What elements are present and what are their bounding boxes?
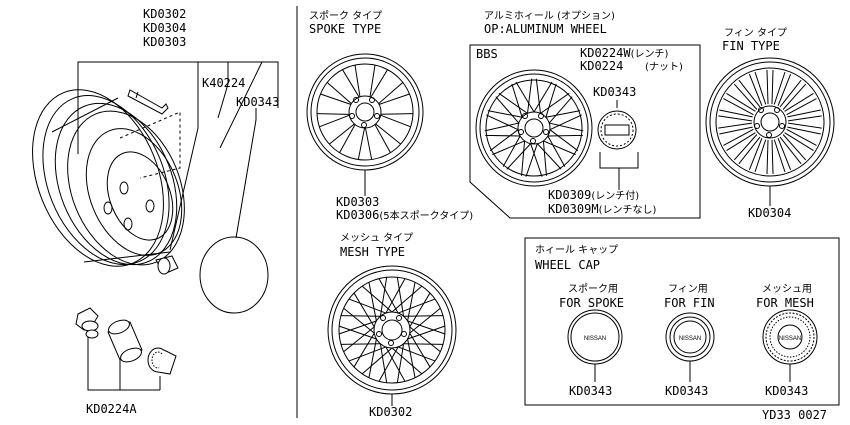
cap-spoke-en: FOR SPOKE (559, 296, 625, 310)
spoke-title-en: SPOKE TYPE (309, 22, 382, 36)
cap-mesh-jp: メッシュ用 (762, 284, 812, 295)
wheel-cap-box (525, 238, 839, 405)
cap-spoke-drawing (568, 310, 622, 382)
cap-fin-jp: フィン用 (668, 284, 708, 295)
spoke-code-1: KD0303 (336, 195, 380, 209)
bbs-center-cap (598, 100, 638, 190)
mesh-title-jp: メッシュ タイプ (340, 233, 414, 244)
wrench-line: KD0224W(レンチ) (580, 47, 668, 61)
top-code-3: KD0303 (143, 35, 187, 49)
cap-mesh-drawing (763, 310, 817, 382)
bbs-cap-code: KD0343 (593, 85, 637, 99)
tire-wheel-exploded (8, 70, 268, 313)
bbs-code-1-line: KD0309(レンチ付) (548, 189, 639, 203)
emblems: NISSAN NISSAN NISSAN (584, 336, 801, 342)
spoke-code-2: KD0306 (336, 208, 380, 222)
spoke-code-2-line: KD0306(5本スポークタイプ) (336, 209, 473, 223)
cap-mesh-emblem: NISSAN (779, 336, 801, 342)
figure-id: YD33 0027 (762, 408, 828, 422)
cap-spoke-jp: スポーク用 (568, 284, 618, 295)
cap-fin-code: KD0343 (665, 384, 709, 398)
spoke-title-jp: スポーク タイプ (309, 11, 383, 22)
bbs-code-1-note: (レンチ付) (591, 191, 640, 202)
fin-code: KD0304 (748, 206, 792, 220)
bbs-code-2-line: KD0309M(レンチなし) (548, 203, 656, 217)
aluminum-title-jp: アルミホィール (オプション) (484, 11, 615, 22)
cap-spoke-emblem: NISSAN (584, 336, 606, 342)
cap-mesh-code: KD0343 (765, 384, 809, 398)
mesh-wheel-drawing (328, 266, 456, 406)
aluminum-nut-code: KD0224 (580, 59, 624, 73)
spoke-wheel-drawing (307, 54, 423, 196)
bbs-code-2-note: (レンチなし) (598, 205, 657, 216)
top-code-2: KD0304 (143, 21, 187, 35)
wrench-code: KD0224W (580, 46, 631, 60)
bbs-wheel-drawing (476, 70, 592, 186)
spoke-code-2-note: (5本スポークタイプ) (379, 211, 474, 222)
leader-lines-left (78, 62, 278, 390)
mesh-title-en: MESH TYPE (340, 245, 406, 259)
cap-code-left: KD0343 (236, 95, 280, 109)
cap-fin-emblem: NISSAN (679, 336, 701, 342)
mesh-code: KD0302 (369, 405, 413, 419)
cap-fin-drawing (666, 313, 714, 382)
fin-title-jp: フィン タイプ (724, 28, 787, 39)
wheel-cap-title-jp: ホィール キャップ (535, 245, 619, 256)
fin-title-en: FIN TYPE (722, 39, 780, 53)
aluminum-nut-note: (ナット) (645, 62, 683, 73)
cap-mesh-en: FOR MESH (756, 296, 814, 310)
fin-wheel-drawing (706, 58, 834, 206)
cap-spoke-code: KD0343 (569, 384, 613, 398)
bbs-label: BBS (476, 47, 498, 61)
wrench-note: (レンチ) (630, 49, 669, 60)
top-code-1: KD0302 (143, 7, 187, 21)
nut-wrench-set (76, 308, 176, 374)
wheel-cap-title-en: WHEEL CAP (535, 258, 601, 272)
bbs-code-1: KD0309 (548, 188, 592, 202)
nut-line: KD0224 (ナット) (580, 60, 683, 74)
cap-fin-en: FOR FIN (664, 296, 715, 310)
nut-code: KD0224A (86, 402, 137, 416)
aluminum-box (470, 45, 700, 218)
aluminum-title-en: OP:ALUMINUM WHEEL (484, 22, 607, 36)
bbs-code-2: KD0309M (548, 202, 599, 216)
valve-code: K40224 (202, 76, 246, 90)
